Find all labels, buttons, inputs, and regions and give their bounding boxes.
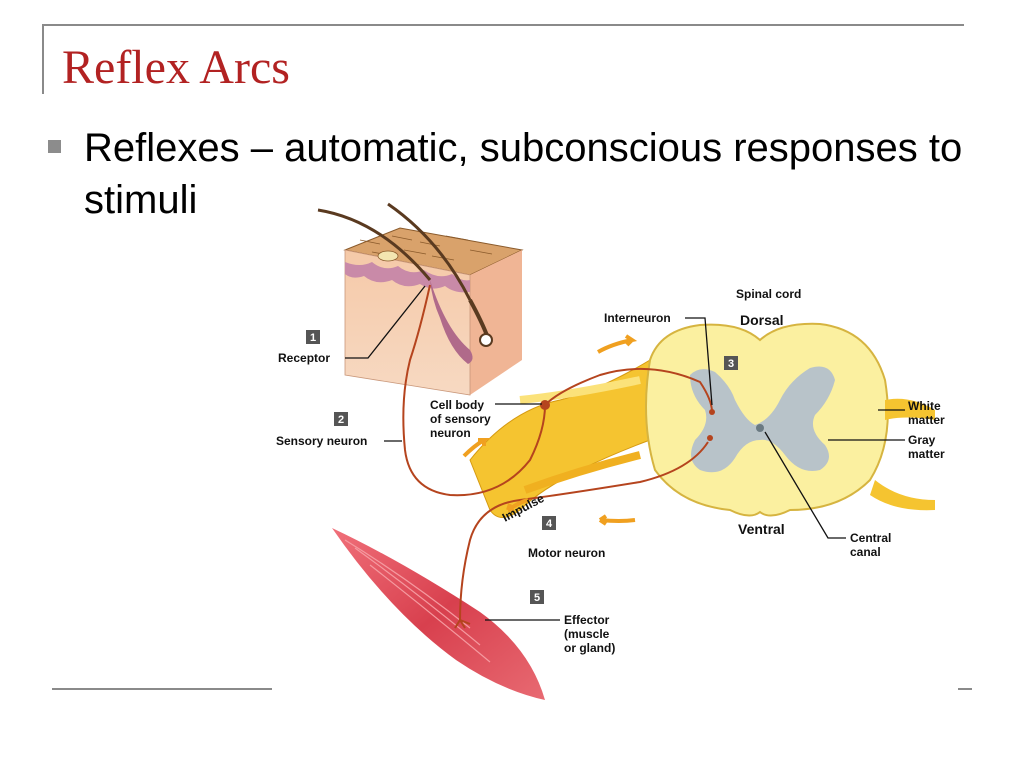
frame-left-rule	[42, 24, 44, 94]
label-cell-body-2: of sensory	[430, 412, 491, 426]
spinal-cord	[645, 322, 935, 517]
footer-rule-right	[958, 688, 972, 690]
label-central-canal-1: Central	[850, 531, 891, 545]
label-gray-matter-1: Gray	[908, 433, 936, 447]
label-effector-3: or gland)	[564, 641, 615, 655]
step-1-badge: 1	[306, 330, 320, 344]
label-ventral: Ventral	[738, 521, 785, 537]
step-4-badge: 4	[542, 516, 556, 530]
label-effector-2: (muscle	[564, 627, 610, 641]
label-sensory-neuron: Sensory neuron	[276, 434, 367, 448]
label-interneuron: Interneuron	[604, 311, 671, 325]
step-3-badge: 3	[724, 356, 738, 370]
label-central-canal-2: canal	[850, 545, 881, 559]
svg-text:4: 4	[546, 518, 553, 530]
spinal-nerve	[469, 359, 651, 518]
label-spinal-cord: Spinal cord	[736, 287, 801, 301]
skin-block	[343, 227, 524, 396]
label-dorsal: Dorsal	[740, 312, 784, 328]
slide-title: Reflex Arcs	[62, 41, 290, 94]
label-cell-body-1: Cell body	[430, 398, 484, 412]
bullet-square-icon	[48, 140, 61, 153]
label-motor-neuron: Motor neuron	[528, 546, 605, 560]
label-effector-1: Effector	[564, 613, 610, 627]
footer-rule-left	[52, 688, 272, 690]
label-white-matter-2: matter	[908, 413, 945, 427]
label-cell-body-3: neuron	[430, 426, 471, 440]
step-5-badge: 5	[530, 590, 544, 604]
label-gray-matter-2: matter	[908, 447, 945, 461]
hair-follicle	[317, 202, 493, 364]
svg-text:1: 1	[310, 332, 316, 344]
label-white-matter-1: White	[908, 399, 941, 413]
frame-top-rule	[42, 24, 964, 26]
svg-text:2: 2	[338, 414, 344, 426]
step-2-badge: 2	[334, 412, 348, 426]
muscle-effector	[332, 528, 545, 700]
svg-text:3: 3	[728, 358, 734, 370]
leader-lines	[345, 285, 905, 621]
svg-text:5: 5	[534, 592, 540, 604]
impulse-arrows	[462, 334, 638, 526]
bullet-text: Reflexes – automatic, subconscious respo…	[84, 126, 963, 222]
label-receptor: Receptor	[278, 351, 330, 365]
